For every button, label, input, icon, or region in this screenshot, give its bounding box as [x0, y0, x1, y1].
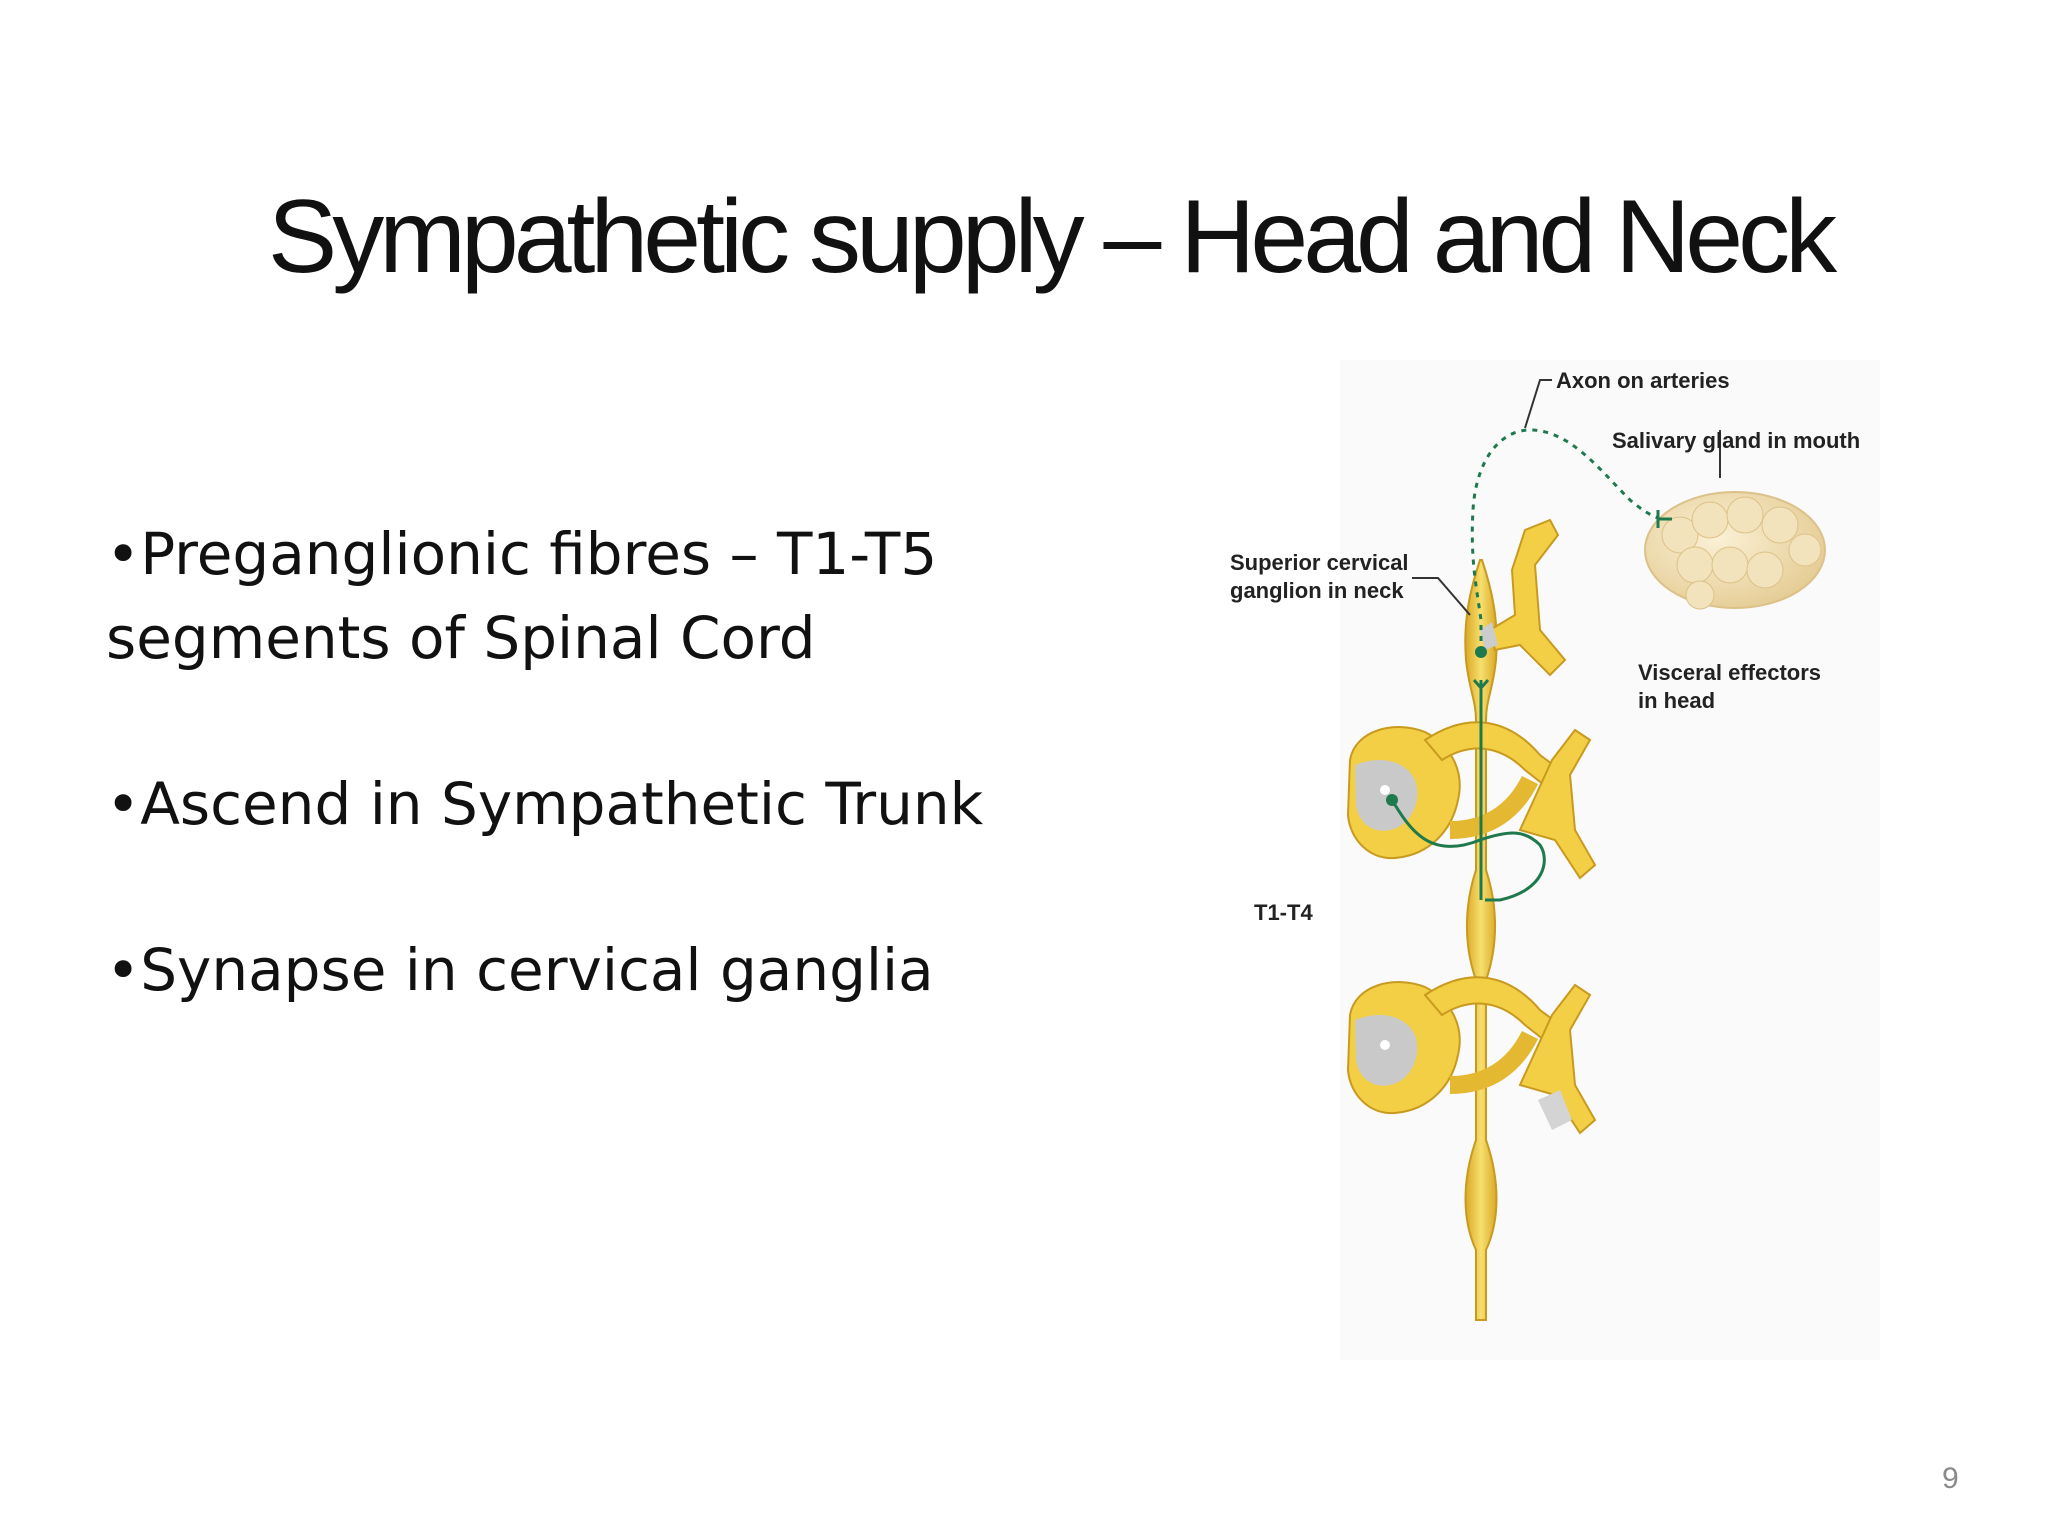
- label-visceral-effectors: Visceral effectors: [1638, 660, 1821, 685]
- spinal-segment-lower: [1346, 976, 1597, 1135]
- spinal-segment-upper: [1346, 721, 1597, 880]
- slide-title: Sympathetic supply – Head and Neck: [267, 179, 1837, 295]
- label-superior-ganglion: Superior cervical: [1230, 550, 1409, 575]
- bullet-text: segments of Spinal Cord: [106, 604, 816, 672]
- artery-branch: [1480, 518, 1567, 677]
- bullet-item: •Ascend in Sympathetic Trunk: [106, 762, 1006, 846]
- sympathetic-trunk: [1464, 559, 1498, 1321]
- label-superior-ganglion: ganglion in neck: [1230, 578, 1404, 603]
- label-axon-arteries: Axon on arteries: [1556, 368, 1730, 393]
- bullet-item: •Preganglionic fibres – T1-T5 segments o…: [106, 512, 1006, 680]
- label-leader-lines: [1412, 379, 1721, 616]
- salivary-gland: [1644, 491, 1826, 610]
- label-visceral-effectors: in head: [1638, 688, 1715, 713]
- bullet-item: •Synapse in cervical ganglia: [106, 928, 1006, 1012]
- label-segment-range: T1-T4: [1254, 900, 1313, 925]
- bullet-text: •Ascend in Sympathetic Trunk: [106, 770, 984, 838]
- label-salivary-gland: Salivary gland in mouth: [1612, 428, 1860, 453]
- bullet-list: •Preganglionic fibres – T1-T5 segments o…: [106, 512, 1006, 1094]
- page-number: 9: [1942, 1462, 1959, 1495]
- neural-pathway: [1386, 428, 1672, 902]
- sympathetic-pathway-diagram: Axon on arteries Salivary gland in mouth…: [1230, 360, 1880, 1360]
- bullet-text: •Synapse in cervical ganglia: [106, 936, 934, 1004]
- bullet-text: •Preganglionic fibres – T1-T5: [106, 520, 938, 588]
